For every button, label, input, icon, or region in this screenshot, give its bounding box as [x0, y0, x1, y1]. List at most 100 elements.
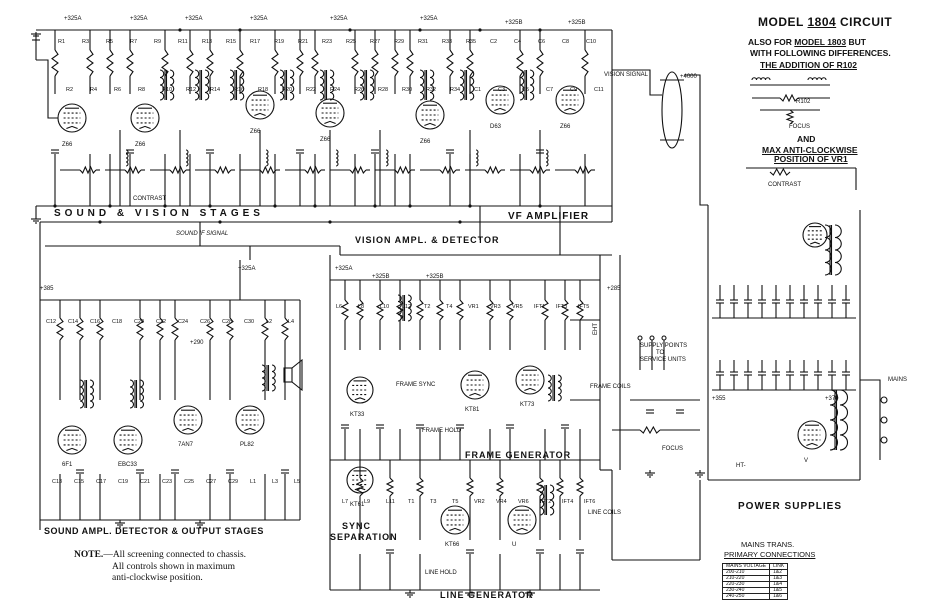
- note-screening: NOTE.—All screening connected to chassis…: [74, 550, 247, 560]
- resistor-symbol: [236, 49, 244, 77]
- inductor-symbol: [529, 69, 535, 101]
- label-sync: SYNC: [342, 521, 372, 531]
- valve-cathode: [516, 527, 528, 532]
- resistor-symbol: [280, 317, 290, 341]
- junction-dot: [418, 28, 422, 32]
- wire: [684, 74, 708, 206]
- resistor-symbol: [536, 49, 544, 77]
- wire: [612, 69, 662, 96]
- resistor-symbol: [484, 165, 502, 175]
- mains-terminal: [880, 396, 888, 404]
- junction-dot: [328, 220, 332, 224]
- voltage-label: +325B: [505, 20, 523, 26]
- resistor-symbol: [205, 317, 215, 341]
- resistor-symbol: [371, 49, 379, 77]
- component-ref-label: L8: [358, 304, 365, 310]
- inductor-symbol: [335, 149, 339, 167]
- speaker-cone: [291, 358, 303, 392]
- component-ref-label: R21: [298, 39, 309, 45]
- crt-tube: [661, 71, 683, 149]
- valve-cathode: [449, 527, 461, 532]
- inductor-symbol: [475, 149, 479, 167]
- junction-dot: [373, 204, 377, 208]
- component-ref-label: R11: [178, 39, 188, 45]
- component-ref-label: L5: [294, 479, 301, 485]
- note-controls: All controls shown in maximum: [112, 562, 235, 572]
- label-supply-points-1: SUPPLY POINTS: [640, 343, 688, 349]
- valve-cathode: [324, 120, 336, 125]
- valve-cathode: [806, 442, 818, 447]
- valve-cathode: [469, 392, 481, 397]
- resistor-symbol: [455, 299, 465, 321]
- inductor-symbol: [194, 69, 200, 101]
- valve-envelope: [440, 505, 470, 535]
- component-ref-label: C17: [96, 479, 107, 485]
- valve-cathode: [254, 112, 266, 117]
- component-ref-label: C28: [222, 319, 233, 325]
- component-ref-label: R27: [370, 39, 381, 45]
- voltage-label: +285: [607, 286, 621, 292]
- component-ref-label: C11: [594, 87, 604, 93]
- component-ref-label: R10: [162, 87, 173, 93]
- label-vision-signal: VISION SIGNAL: [604, 72, 649, 78]
- valve-type-label: Z66: [135, 142, 146, 148]
- component-ref-label: R14: [210, 87, 221, 93]
- component-ref-label: C3: [498, 87, 506, 93]
- component-ref-label: R5: [106, 39, 114, 45]
- component-ref-label: R19: [274, 39, 285, 45]
- valve-type-label: Z66: [250, 129, 261, 135]
- valve-envelope: [173, 405, 203, 435]
- inductor-symbol: [169, 69, 175, 101]
- label-sound-ampl-output: SOUND AMPL. DETECTOR & OUTPUT STAGES: [44, 526, 264, 536]
- and-label: AND: [797, 134, 816, 144]
- resistor-symbol: [206, 49, 214, 77]
- valve-envelope: [315, 98, 345, 128]
- resistor-symbol: [560, 299, 570, 321]
- valve-cathode: [244, 427, 256, 432]
- component-ref-label: T4: [446, 304, 453, 310]
- component-ref-label: C19: [118, 479, 129, 485]
- inductor-symbol: [539, 484, 545, 516]
- component-ref-label: R8: [138, 87, 146, 93]
- resistor-symbol: [75, 317, 85, 341]
- component-ref-label: R35: [466, 39, 477, 45]
- resistor-symbol: [304, 165, 322, 175]
- component-ref-label: L9: [364, 499, 371, 505]
- resistor-symbol: [581, 49, 589, 77]
- label-line-coils: LINE COILS: [588, 510, 622, 516]
- label-mains: MAINS: [888, 377, 908, 383]
- speaker-symbol: [283, 367, 293, 383]
- resistor-symbol: [575, 299, 585, 321]
- inductor-symbol: [469, 69, 475, 101]
- resistor-symbol: [349, 165, 367, 175]
- component-ref-label: C13: [52, 479, 63, 485]
- voltage-label: +325A: [330, 16, 348, 22]
- diagram-title: MODEL 1804 CIRCUIT: [758, 15, 893, 29]
- resistor-symbol: [375, 299, 385, 321]
- resistor-symbol: [406, 49, 414, 77]
- label-supply-points-2: TO: [656, 350, 665, 356]
- component-ref-label: R4: [90, 87, 98, 93]
- valve-envelope: [555, 85, 585, 115]
- resistor-symbol: [529, 165, 547, 175]
- component-ref-label: R18: [258, 87, 269, 93]
- inductor-symbol: [239, 69, 245, 101]
- component-ref-label: R34: [450, 87, 461, 93]
- valve-type-label: PL82: [240, 442, 255, 448]
- component-ref-label: C7: [546, 87, 554, 93]
- resistor-symbol: [639, 425, 661, 435]
- inductor-symbol: [807, 77, 827, 81]
- resistor-symbol: [785, 109, 795, 125]
- inductor-symbol: [139, 379, 145, 409]
- component-ref-label: R15: [226, 39, 237, 45]
- resistor-symbol: [126, 49, 134, 77]
- inductor-symbol: [159, 69, 165, 101]
- mains-trans-title: MAINS TRANS.: [741, 540, 795, 549]
- component-ref-label: R23: [322, 39, 333, 45]
- component-ref-label: VR1: [468, 304, 479, 310]
- inductor-symbol: [261, 364, 266, 392]
- component-ref-label: C15: [74, 479, 85, 485]
- inductor-symbol: [359, 69, 365, 101]
